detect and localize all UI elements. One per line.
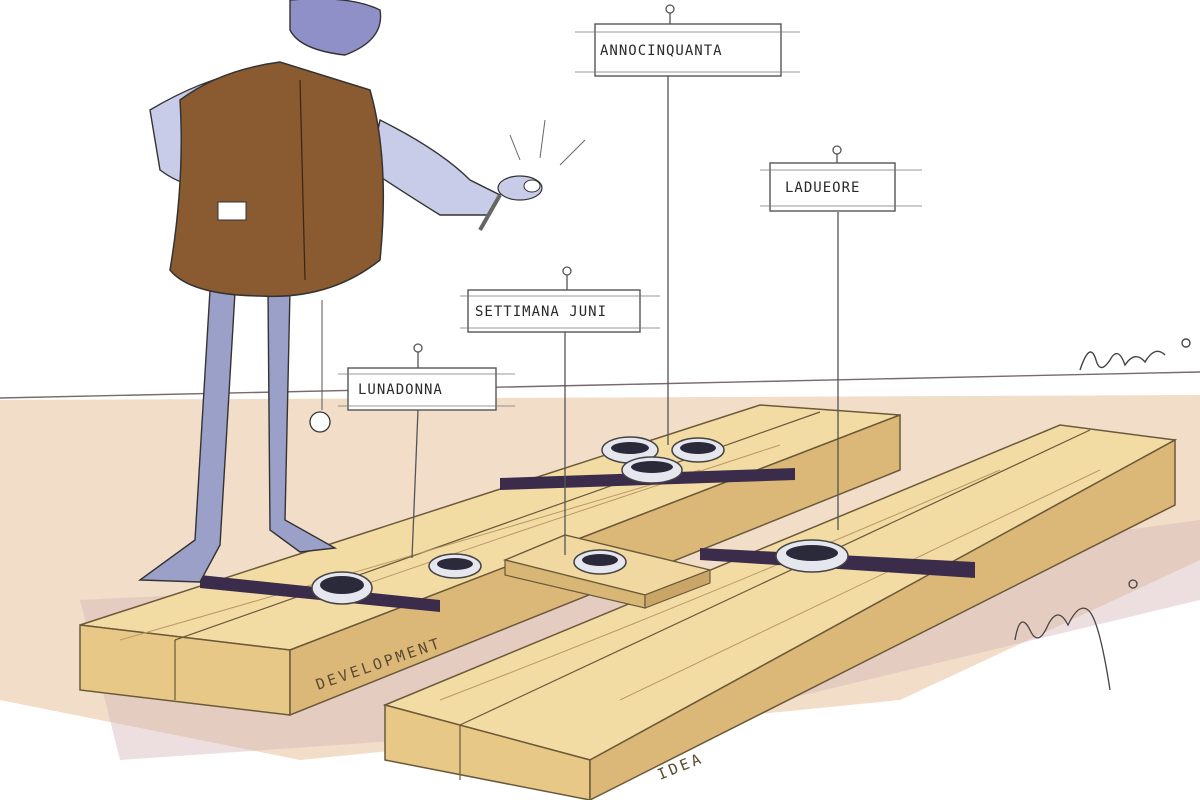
sign-lunadonna: LUNADONNA — [338, 367, 515, 411]
watch-cluster-top — [500, 436, 795, 490]
man-figure — [137, 0, 586, 583]
label-lunadonna: LUNADONNA — [358, 382, 443, 398]
label-annocinquanta: ANNOCINQUANTA — [600, 43, 723, 59]
sign-poles — [411, 4, 842, 559]
label-ladueore: LADUEORE — [785, 180, 860, 196]
watch-block — [573, 549, 627, 575]
watch-left-strap — [200, 571, 440, 612]
signature-top — [1079, 338, 1191, 371]
sign-annocinquanta: ANNOCINQUANTA — [575, 23, 800, 77]
horizon-line — [0, 371, 1200, 399]
signature-bottom — [1014, 579, 1138, 691]
sign-settimana: SETTIMANA JUNI — [460, 289, 660, 333]
watch-right-strap — [700, 539, 975, 578]
plank-idea: IDEA — [382, 424, 1178, 800]
sign-ladueore: LADUEORE — [760, 162, 922, 212]
label-settimana: SETTIMANA JUNI — [475, 304, 607, 320]
watch-small-left — [428, 553, 482, 579]
